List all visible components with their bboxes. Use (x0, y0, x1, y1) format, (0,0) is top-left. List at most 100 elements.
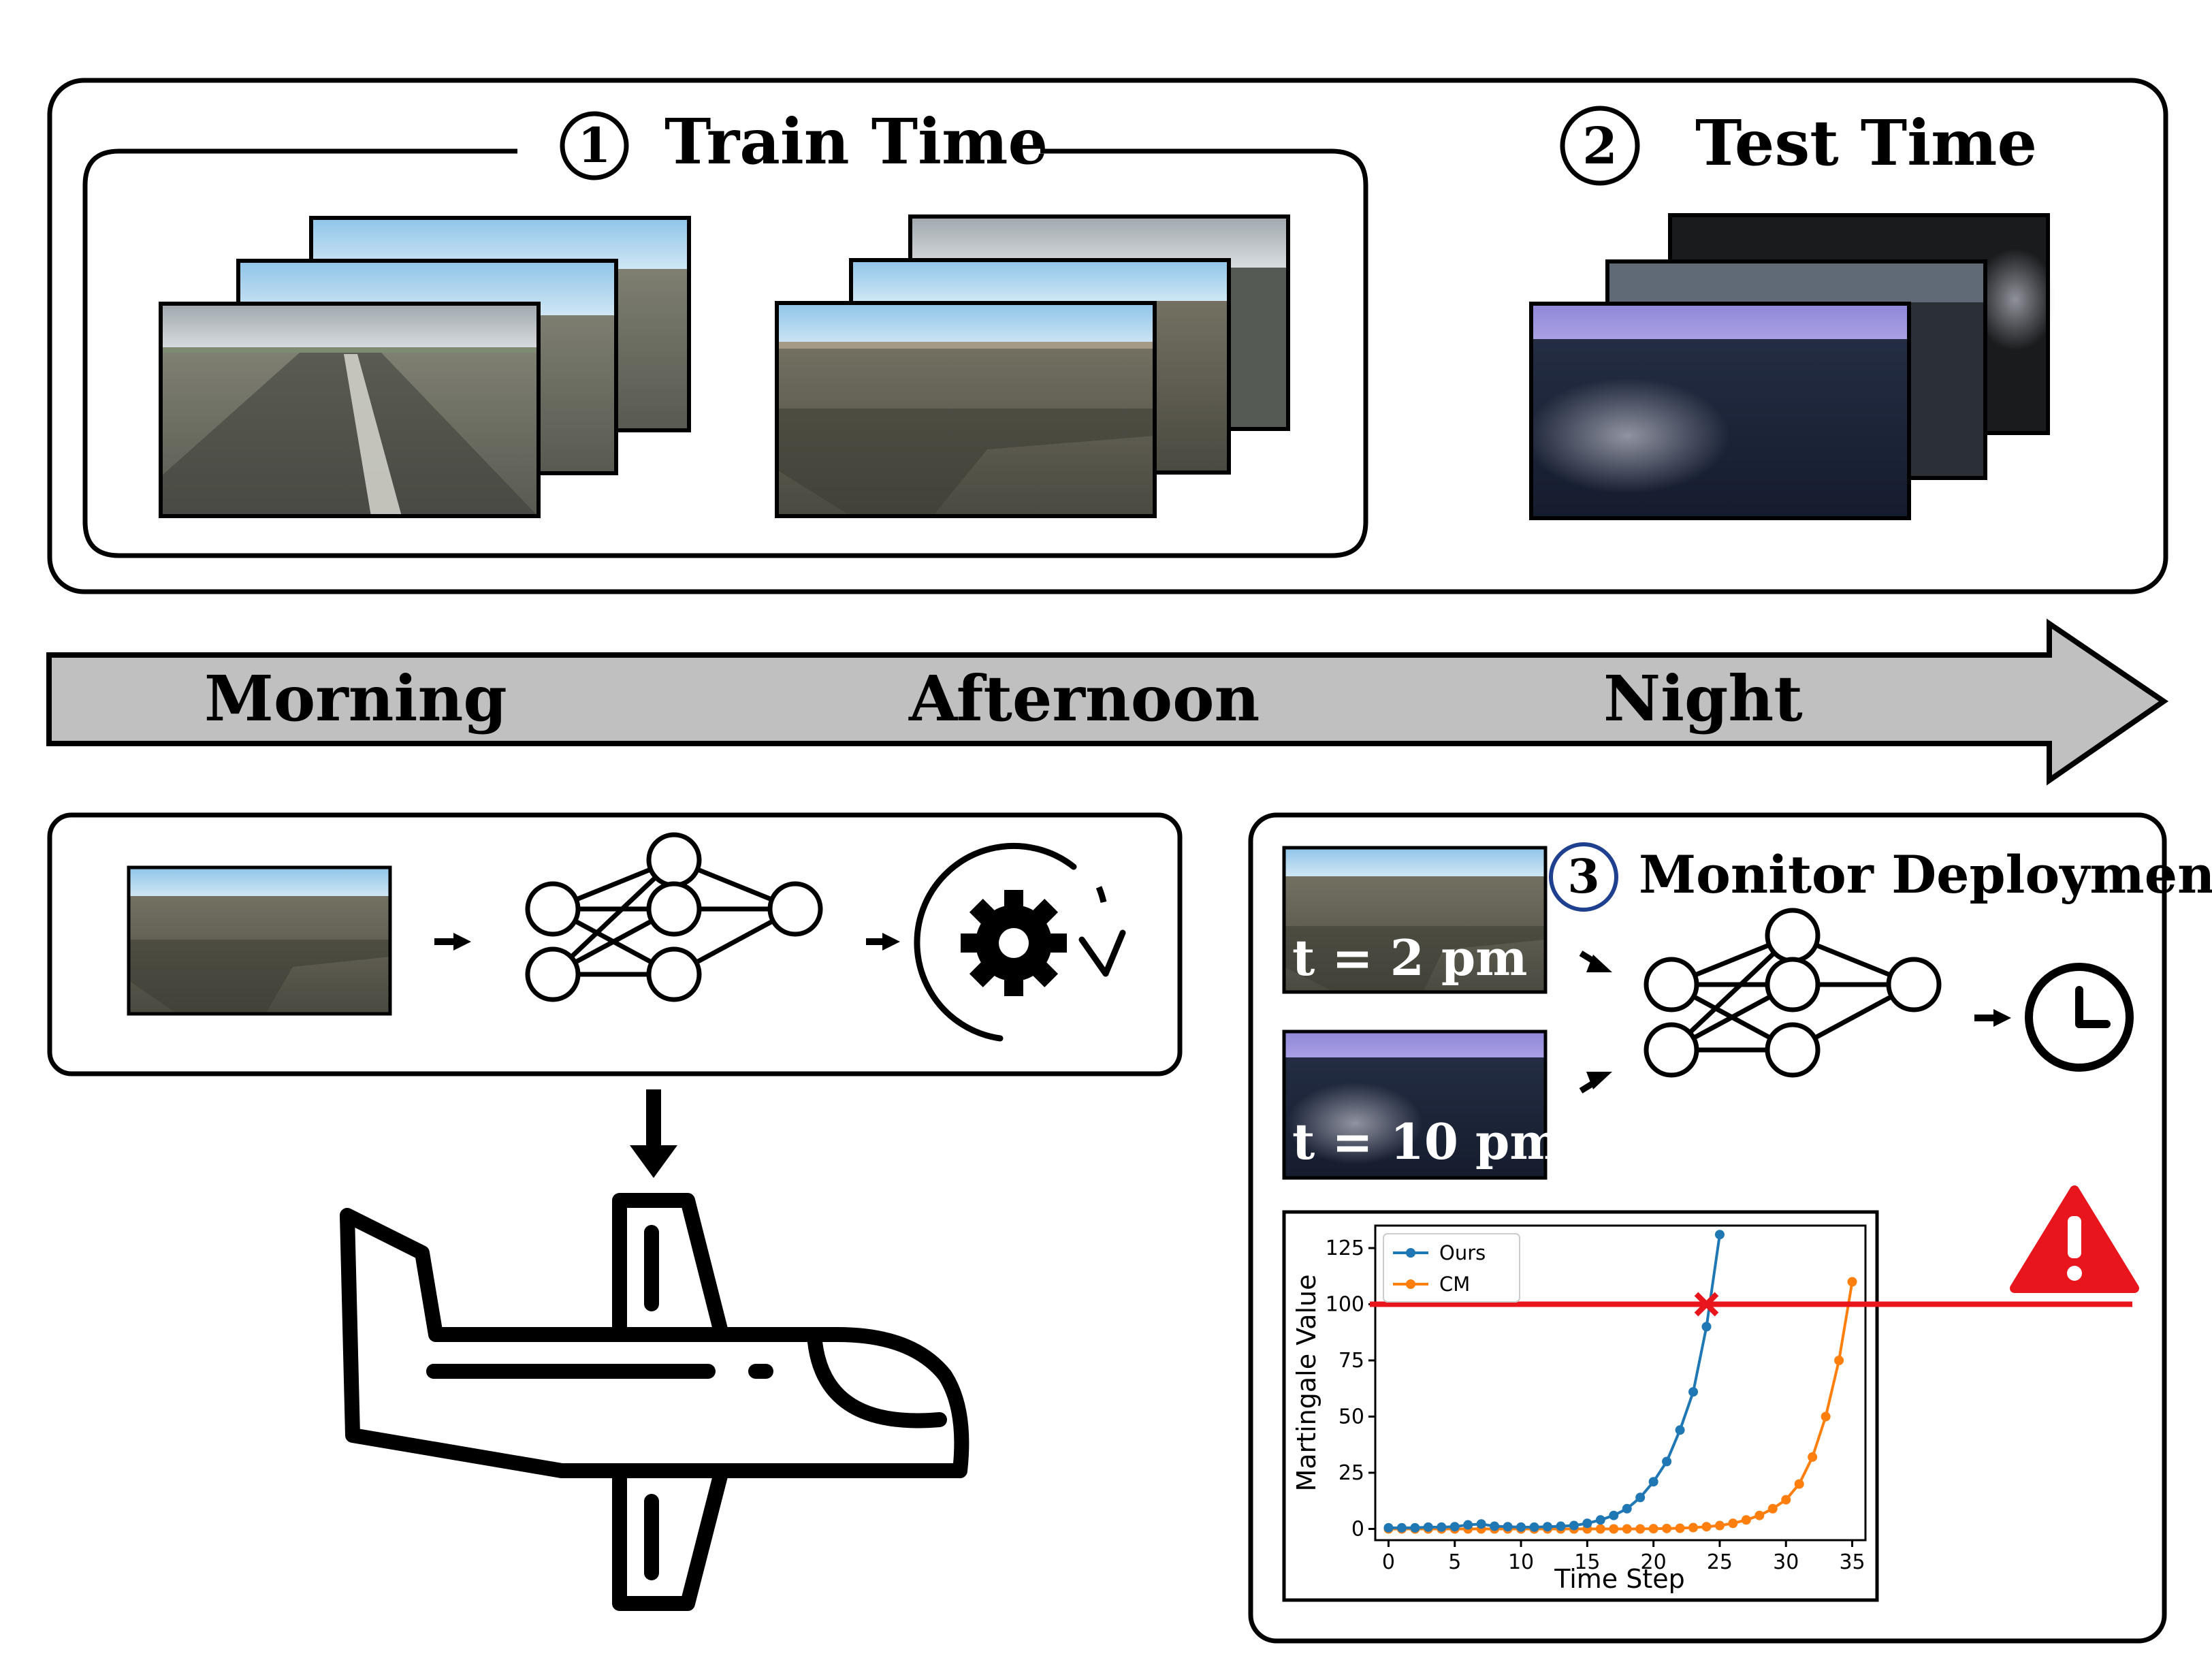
night-frame-front (1525, 302, 1911, 520)
series-point-cm (1609, 1524, 1619, 1534)
series-point-ours (1635, 1493, 1646, 1503)
arrow-to-gear (866, 933, 900, 951)
series-point-cm (1794, 1479, 1804, 1489)
train-time-box (82, 148, 1368, 558)
series-point-ours (1609, 1510, 1619, 1520)
morning-frame-stack (159, 216, 691, 518)
series-point-cm (1595, 1524, 1605, 1534)
arrow-frame1-to-network (1579, 951, 1612, 972)
series-point-ours (1688, 1387, 1699, 1397)
series-point-ours (1423, 1522, 1433, 1532)
series-point-ours (1662, 1456, 1672, 1467)
y-tick-label: 0 (1351, 1518, 1364, 1542)
series-point-ours (1476, 1519, 1486, 1529)
series-point-ours (1648, 1477, 1658, 1487)
y-tick-label: 50 (1339, 1405, 1364, 1429)
train-time-title: 1 Train Time (560, 105, 1048, 180)
monitor-frame-2pm: t = 2 pm (1282, 846, 1548, 994)
series-point-cm (1754, 1510, 1765, 1520)
series-point-ours (1714, 1230, 1725, 1240)
frame-label-10pm: t = 10 pm (1292, 1113, 1562, 1170)
series-point-ours (1383, 1522, 1394, 1533)
step-1-number: 1 (578, 117, 611, 174)
series-point-ours (1595, 1515, 1605, 1525)
series-point-ours (1490, 1521, 1500, 1531)
series-point-cm (1767, 1503, 1778, 1514)
monitor-frame-10pm: t = 10 pm (1282, 1029, 1562, 1180)
chart-ylabel: Martingale Value (1292, 1274, 1321, 1491)
test-time-title: 2 Test Time (1560, 106, 2037, 186)
timeline-arrow: Morning Afternoon Night (46, 618, 2169, 786)
arrow-frame2-to-network (1579, 1072, 1612, 1094)
x-tick-label: 20 (1641, 1550, 1667, 1574)
timeline-label-night: Night (1603, 662, 1803, 735)
crossing-marker (1694, 1292, 1719, 1317)
frame-label-2pm: t = 2 pm (1292, 929, 1527, 987)
series-point-cm (1834, 1356, 1844, 1365)
y-tick-label: 75 (1339, 1349, 1364, 1373)
series-point-cm (1781, 1495, 1791, 1505)
series-point-cm (1648, 1524, 1658, 1534)
training-pipeline-panel (47, 812, 1183, 1076)
training-input-frame (127, 865, 392, 1016)
arrow-to-airplane (630, 1089, 677, 1178)
neural-network-icon (528, 835, 820, 1000)
series-point-cm (1714, 1520, 1725, 1531)
clock-icon (2025, 963, 2134, 1072)
chart-frame (1282, 1210, 1879, 1602)
monitor-title-label: Monitor Deployment (1639, 844, 2212, 905)
series-point-cm (1821, 1411, 1831, 1422)
x-tick-label: 15 (1574, 1550, 1600, 1574)
series-point-ours (1449, 1522, 1460, 1532)
series-point-ours (1582, 1518, 1592, 1529)
x-tick-label: 25 (1707, 1550, 1733, 1574)
series-point-ours (1556, 1521, 1566, 1531)
monitor-title: 3 Monitor Deployment (1549, 842, 2212, 912)
timeline-label-afternoon: Afternoon (908, 662, 1260, 735)
series-point-cm (1675, 1523, 1685, 1533)
chart-xlabel: Time Step (1554, 1564, 1685, 1594)
series-point-ours (1675, 1425, 1685, 1435)
series-point-ours (1463, 1520, 1473, 1530)
legend-label-cm: CM (1439, 1273, 1470, 1296)
series-point-ours (1542, 1522, 1552, 1532)
top-panel-frame (47, 78, 2168, 594)
monitor-panel (1248, 812, 2167, 1644)
series-point-cm (1741, 1515, 1751, 1525)
step-2-number: 2 (1582, 117, 1618, 176)
series-point-cm (1847, 1277, 1857, 1287)
series-point-cm (1701, 1522, 1712, 1532)
step-3-number: 3 (1567, 850, 1599, 904)
series-point-ours (1622, 1503, 1632, 1514)
series-point-ours (1701, 1322, 1712, 1332)
arrow-to-clock (1974, 1009, 2011, 1027)
chart-plot-area (1374, 1224, 1867, 1542)
series-point-cm (1622, 1524, 1632, 1534)
series-point-ours (1410, 1522, 1420, 1533)
y-tick-label: 100 (1326, 1293, 1364, 1317)
y-tick-label: 25 (1339, 1461, 1364, 1485)
series-point-ours (1396, 1522, 1407, 1533)
monitor-neural-network-icon (1646, 910, 1939, 1075)
series-point-cm (1662, 1523, 1672, 1533)
x-tick-label: 5 (1448, 1550, 1461, 1574)
legend-marker-ours (1406, 1248, 1415, 1258)
morning-frame-front (159, 302, 541, 518)
warning-icon (2010, 1185, 2139, 1293)
series-point-cm (1808, 1452, 1818, 1462)
afternoon-frame-front (775, 301, 1157, 518)
step-2-circle (1560, 106, 1640, 186)
series-point-cm (1635, 1524, 1646, 1534)
x-tick-label: 30 (1773, 1550, 1799, 1574)
series-point-ours (1503, 1522, 1513, 1532)
legend-marker-cm (1406, 1279, 1415, 1289)
x-tick-label: 0 (1382, 1550, 1395, 1574)
gear-refresh-icon (914, 842, 1126, 1042)
series-point-ours (1529, 1522, 1539, 1532)
arrow-to-network-left (434, 933, 471, 951)
train-time-label: Train Time (664, 105, 1048, 178)
series-point-ours (1516, 1522, 1526, 1532)
x-tick-label: 35 (1839, 1550, 1865, 1574)
